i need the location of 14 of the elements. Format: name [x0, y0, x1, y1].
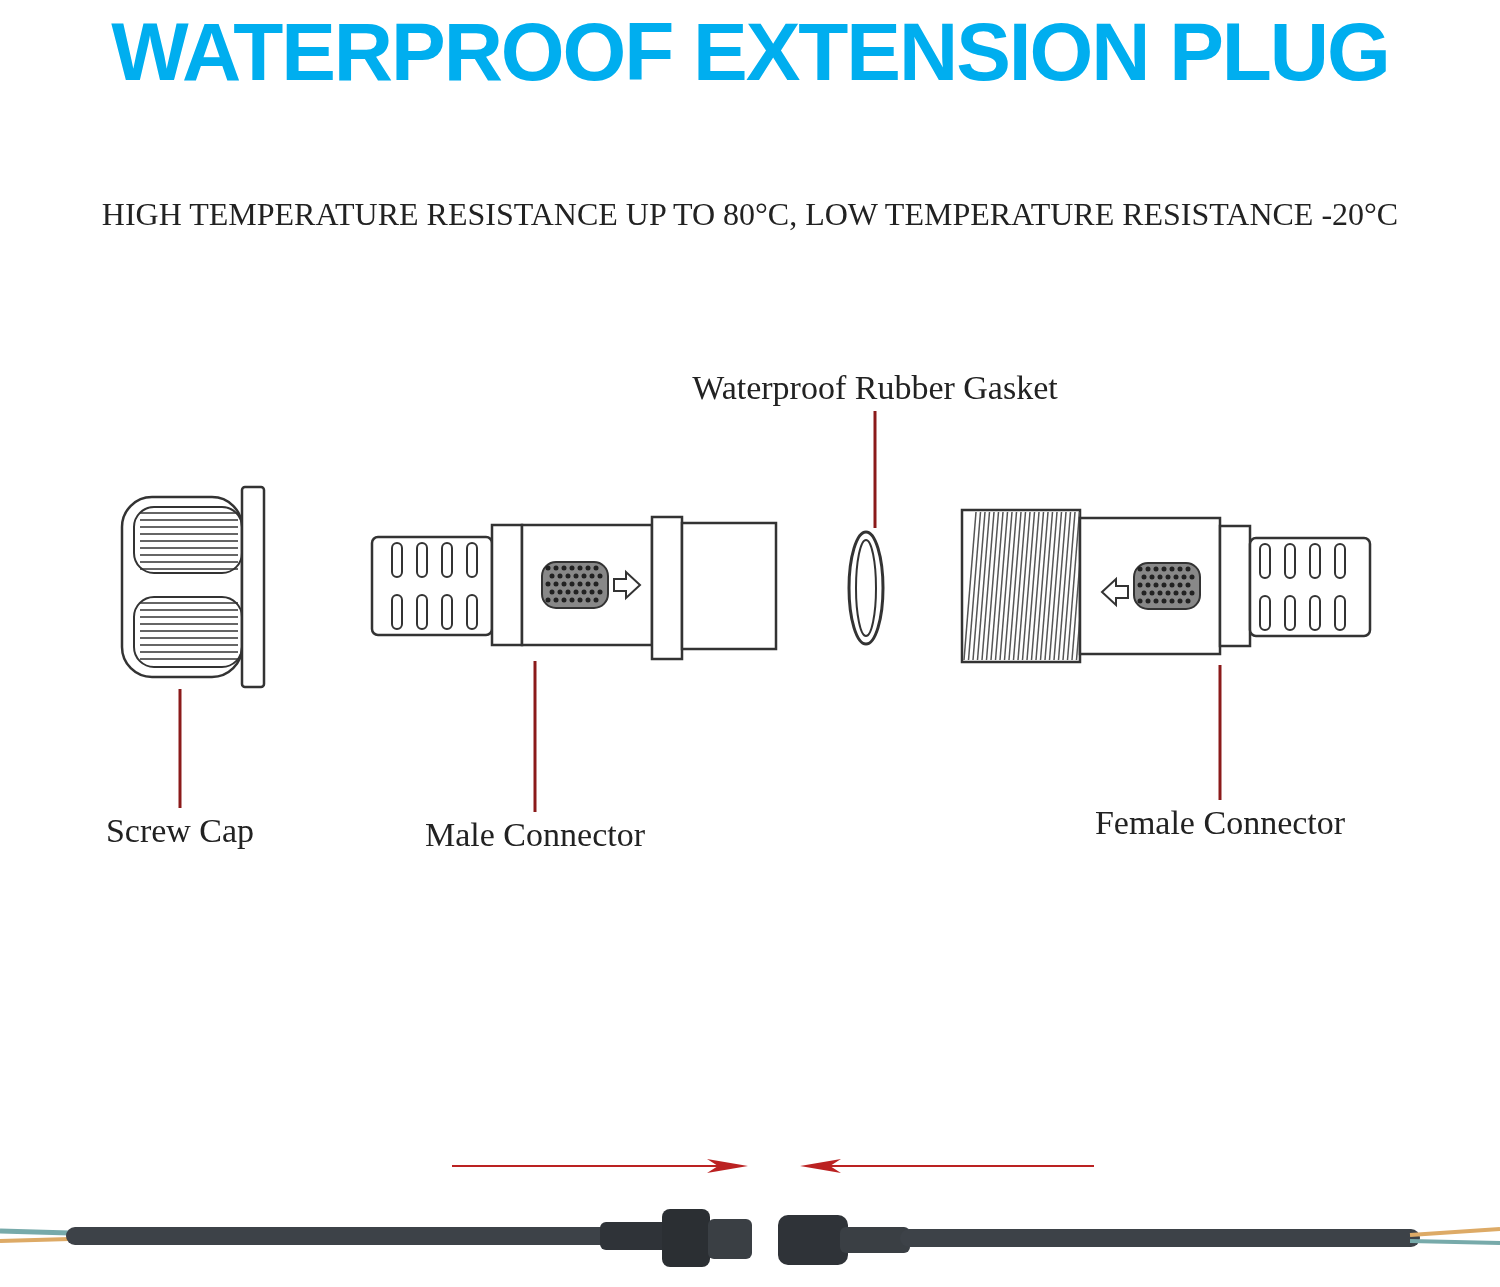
leader-line: [178, 689, 182, 808]
male-connector-drawing: [370, 515, 778, 661]
leader-line: [1218, 665, 1222, 800]
female-connector-drawing: [960, 508, 1372, 665]
leader-line: [533, 661, 537, 812]
title: WATERPROOF EXTENSION PLUG: [110, 5, 1390, 99]
rubber-gasket-drawing: [846, 528, 886, 648]
part-label: Male Connector: [390, 812, 680, 858]
screw-cap-drawing: [120, 485, 266, 689]
spec-note: HIGH TEMPERATURE RESISTANCE UP TO 80°C, LOW TEMPERATURE RESISTANCE -20°C: [100, 195, 1400, 234]
part-label: Female Connector: [1060, 800, 1380, 846]
leader-line: [873, 411, 877, 528]
part-label: Screw Cap: [70, 808, 290, 854]
part-label: Waterproof Rubber Gasket: [640, 365, 1110, 411]
